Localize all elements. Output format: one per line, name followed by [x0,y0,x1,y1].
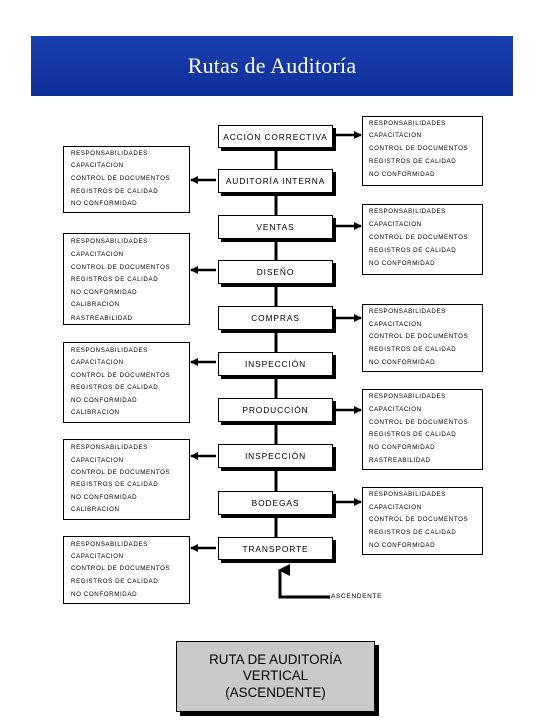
requirements-left-2: RESPONSABILIDADES CAPACITACION CONTROL D… [63,233,190,325]
list-item: NO CONFORMIDAD [71,289,138,296]
list-item: NO CONFORMIDAD [369,359,436,366]
list-item: RASTREABILIDAD [369,457,431,464]
list-item: CONTROL DE DOCUMENTOS [369,234,469,241]
stage-accion-correctiva: ACCIÓN CORRECTIVA [218,125,333,148]
list-item: REGISTROS DE CALIDAD [71,188,159,195]
stage-label: INSPECCIÓN [244,359,307,369]
list-item: RESPONSABILIDADES [71,541,148,548]
list-item: CAPACITACION [369,132,422,139]
list-item: NO CONFORMIDAD [369,542,436,549]
list-item: CAPACITACION [369,406,422,413]
stage-ventas: VENTAS [218,215,333,239]
list-item: CAPACITACION [71,251,124,258]
list-item: REGISTROS DE CALIDAD [71,481,159,488]
requirements-left-4: RESPONSABILIDADES CAPACITACION CONTROL D… [63,439,190,520]
list-item: CONTROL DE DOCUMENTOS [71,565,171,572]
requirements-left-5: RESPONSABILIDADES CAPACITACION CONTROL D… [63,536,190,604]
list-item: NO CONFORMIDAD [369,171,436,178]
footer-line-2: VERTICAL [242,668,309,684]
list-item: REGISTROS DE CALIDAD [71,578,159,585]
list-item: NO CONFORMIDAD [71,494,138,501]
stage-label: PRODUCCIÓN [242,405,309,415]
list-item: CONTROL DE DOCUMENTOS [71,264,171,271]
list-item: RESPONSABILIDADES [71,347,148,354]
list-item: CAPACITACION [71,457,124,464]
list-item: CALIBRACION [71,506,120,513]
requirements-left-3: RESPONSABILIDADES CAPACITACION CONTROL D… [63,342,190,423]
horizontal-arrows [190,131,362,552]
stage-transporte: TRANSPORTE [218,537,333,560]
requirements-right-2: RESPONSABILIDADES CAPACITACION CONTROL D… [362,204,483,275]
list-item: CALIBRACION [71,301,120,308]
stage-label: INSPECCIÓN [244,451,307,461]
list-item: CAPACITACION [369,504,422,511]
list-item: REGISTROS DE CALIDAD [369,247,457,254]
stage-label: VENTAS [256,222,295,232]
list-item: CONTROL DE DOCUMENTOS [369,419,469,426]
list-item: RASTREABILIDAD [71,315,133,322]
footer-caption-box: RUTA DE AUDITORÍA VERTICAL (ASCENDENTE) [176,641,375,712]
requirements-left-1: RESPONSABILIDADES CAPACITACION CONTROL D… [63,146,190,213]
list-item: NO CONFORMIDAD [71,397,138,404]
list-item: CAPACITACION [71,359,124,366]
list-item: RESPONSABILIDADES [369,308,446,315]
ascending-arrow [278,564,330,599]
footer-line-3: (ASCENDENTE) [225,684,326,700]
list-item: NO CONFORMIDAD [369,260,436,267]
list-item: CONTROL DE DOCUMENTOS [369,333,469,340]
stage-label: DISEÑO [256,267,295,277]
stage-auditoria-interna: AUDITORÍA INTERNA [218,169,333,193]
list-item: CAPACITACION [369,321,422,328]
stage-compras: COMPRAS [218,306,333,330]
ascending-label: ASCENDENTE [331,593,383,600]
requirements-right-3: RESPONSABILIDADES CAPACITACION CONTROL D… [362,304,483,372]
list-item: CAPACITACION [71,553,124,560]
title-banner: Rutas de Auditoría [31,36,513,96]
stage-label: AUDITORÍA INTERNA [225,176,326,186]
list-item: CONTROL DE DOCUMENTOS [369,516,469,523]
list-item: REGISTROS DE CALIDAD [369,529,457,536]
list-item: REGISTROS DE CALIDAD [71,384,159,391]
list-item: CALIBRACION [71,409,120,416]
list-item: RESPONSABILIDADES [71,444,148,451]
list-item: CONTROL DE DOCUMENTOS [369,145,469,152]
stage-label: COMPRAS [251,313,300,323]
list-item: CONTROL DE DOCUMENTOS [71,175,171,182]
list-item: CONTROL DE DOCUMENTOS [71,372,171,379]
stage-inspeccion-1: INSPECCIÓN [218,352,333,376]
list-item: REGISTROS DE CALIDAD [369,346,457,353]
list-item: REGISTROS DE CALIDAD [369,158,457,165]
list-item: NO CONFORMIDAD [71,591,138,598]
list-item: RESPONSABILIDADES [71,150,148,157]
stage-produccion: PRODUCCIÓN [218,398,333,422]
list-item: CAPACITACION [71,162,124,169]
list-item: RESPONSABILIDADES [369,491,446,498]
list-item: RESPONSABILIDADES [369,208,446,215]
requirements-right-4: RESPONSABILIDADES CAPACITACION CONTROL D… [362,389,483,470]
requirements-right-5: RESPONSABILIDADES CAPACITACION CONTROL D… [362,487,483,555]
list-item: REGISTROS DE CALIDAD [71,276,159,283]
stage-label: ACCIÓN CORRECTIVA [223,131,328,142]
list-item: NO CONFORMIDAD [71,200,138,207]
list-item: REGISTROS DE CALIDAD [369,431,457,438]
footer-line-1: RUTA DE AUDITORÍA [209,651,342,667]
stage-label: TRANSPORTE [242,543,309,554]
stage-label: BODEGAS [251,498,300,508]
list-item: CONTROL DE DOCUMENTOS [71,469,171,476]
list-item: RESPONSABILIDADES [369,393,446,400]
stage-bodegas: BODEGAS [218,491,333,515]
page-title: Rutas de Auditoría [187,53,357,78]
stage-diseno: DISEÑO [218,260,333,284]
ascending-arrow-path [278,564,330,599]
list-item: RESPONSABILIDADES [369,120,446,127]
list-item: RESPONSABILIDADES [71,238,148,245]
stage-inspeccion-2: INSPECCIÓN [218,444,333,468]
requirements-right-1: RESPONSABILIDADES CAPACITACION CONTROL D… [362,116,483,186]
list-item: NO CONFORMIDAD [369,444,436,451]
list-item: CAPACITACION [369,221,422,228]
